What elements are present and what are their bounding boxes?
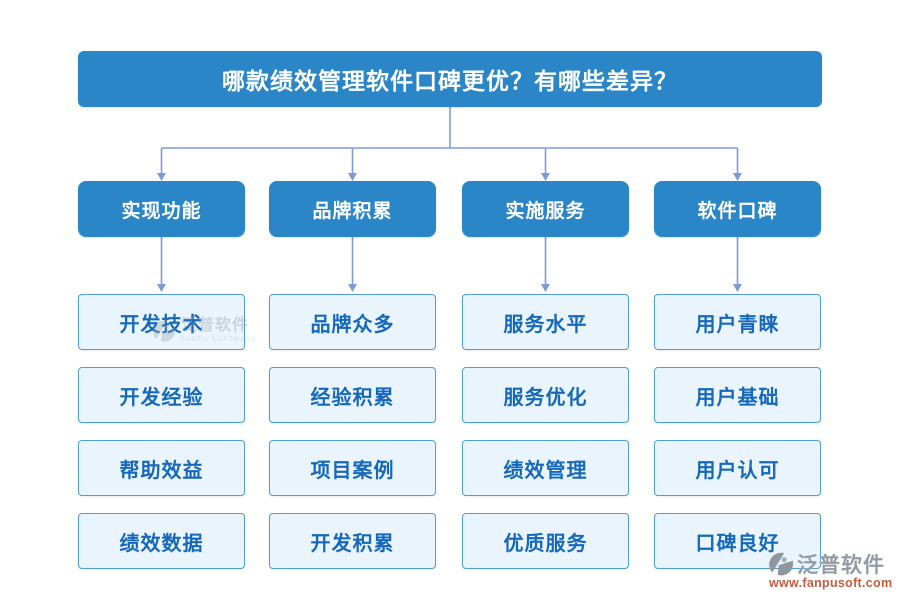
branch-header-functions: 实现功能 <box>78 181 245 237</box>
leaf-box: 用户基础 <box>654 367 821 423</box>
leaf-box: 优质服务 <box>462 513 629 569</box>
leaf-box: 服务水平 <box>462 294 629 350</box>
arrowhead-icon <box>157 173 166 181</box>
branch-header-service: 实施服务 <box>462 181 629 237</box>
leaf-box: 项目案例 <box>269 440 436 496</box>
leaf-box: 绩效数据 <box>78 513 245 569</box>
fanpu-logo-icon <box>153 320 176 342</box>
leaf-box: 服务优化 <box>462 367 629 423</box>
title-banner: 哪款绩效管理软件口碑更优？有哪些差异？ <box>78 51 822 107</box>
arrowhead-icon <box>733 173 742 181</box>
watermark-brand-en: FANPU SOFTWARE <box>181 337 258 343</box>
footer-url-text: www.fanpusoft.com <box>769 576 893 590</box>
footer-brand-text: 泛普软件 <box>797 554 885 577</box>
leaf-box: 用户青睐 <box>654 294 821 350</box>
branch-header-brand: 品牌积累 <box>269 181 436 237</box>
leaf-box: 开发经验 <box>78 367 245 423</box>
arrowhead-icon <box>733 284 742 292</box>
leaf-box: 口碑良好 <box>654 513 821 569</box>
arrowhead-icon <box>348 173 357 181</box>
fanpu-logo-icon <box>769 552 794 576</box>
watermark-brand-text: 泛普软件 <box>181 317 250 334</box>
leaf-box: 开发技术 <box>78 294 245 350</box>
leaf-box: 用户认可 <box>654 440 821 496</box>
branch-header-reputation: 软件口碑 <box>654 181 821 237</box>
footer-brand-logo: 泛普软件 www.fanpusoft.com <box>769 549 892 590</box>
leaf-box: 经验积累 <box>269 367 436 423</box>
arrowhead-icon <box>541 173 550 181</box>
leaf-box: 开发积累 <box>269 513 436 569</box>
leaf-box: 绩效管理 <box>462 440 629 496</box>
arrowhead-icon <box>157 284 166 292</box>
brand-watermark: 泛普软件 FANPU SOFTWARE <box>153 318 257 343</box>
arrowhead-icon <box>348 284 357 292</box>
arrowhead-icon <box>541 284 550 292</box>
leaf-box: 帮助效益 <box>78 440 245 496</box>
leaf-box: 品牌众多 <box>269 294 436 350</box>
